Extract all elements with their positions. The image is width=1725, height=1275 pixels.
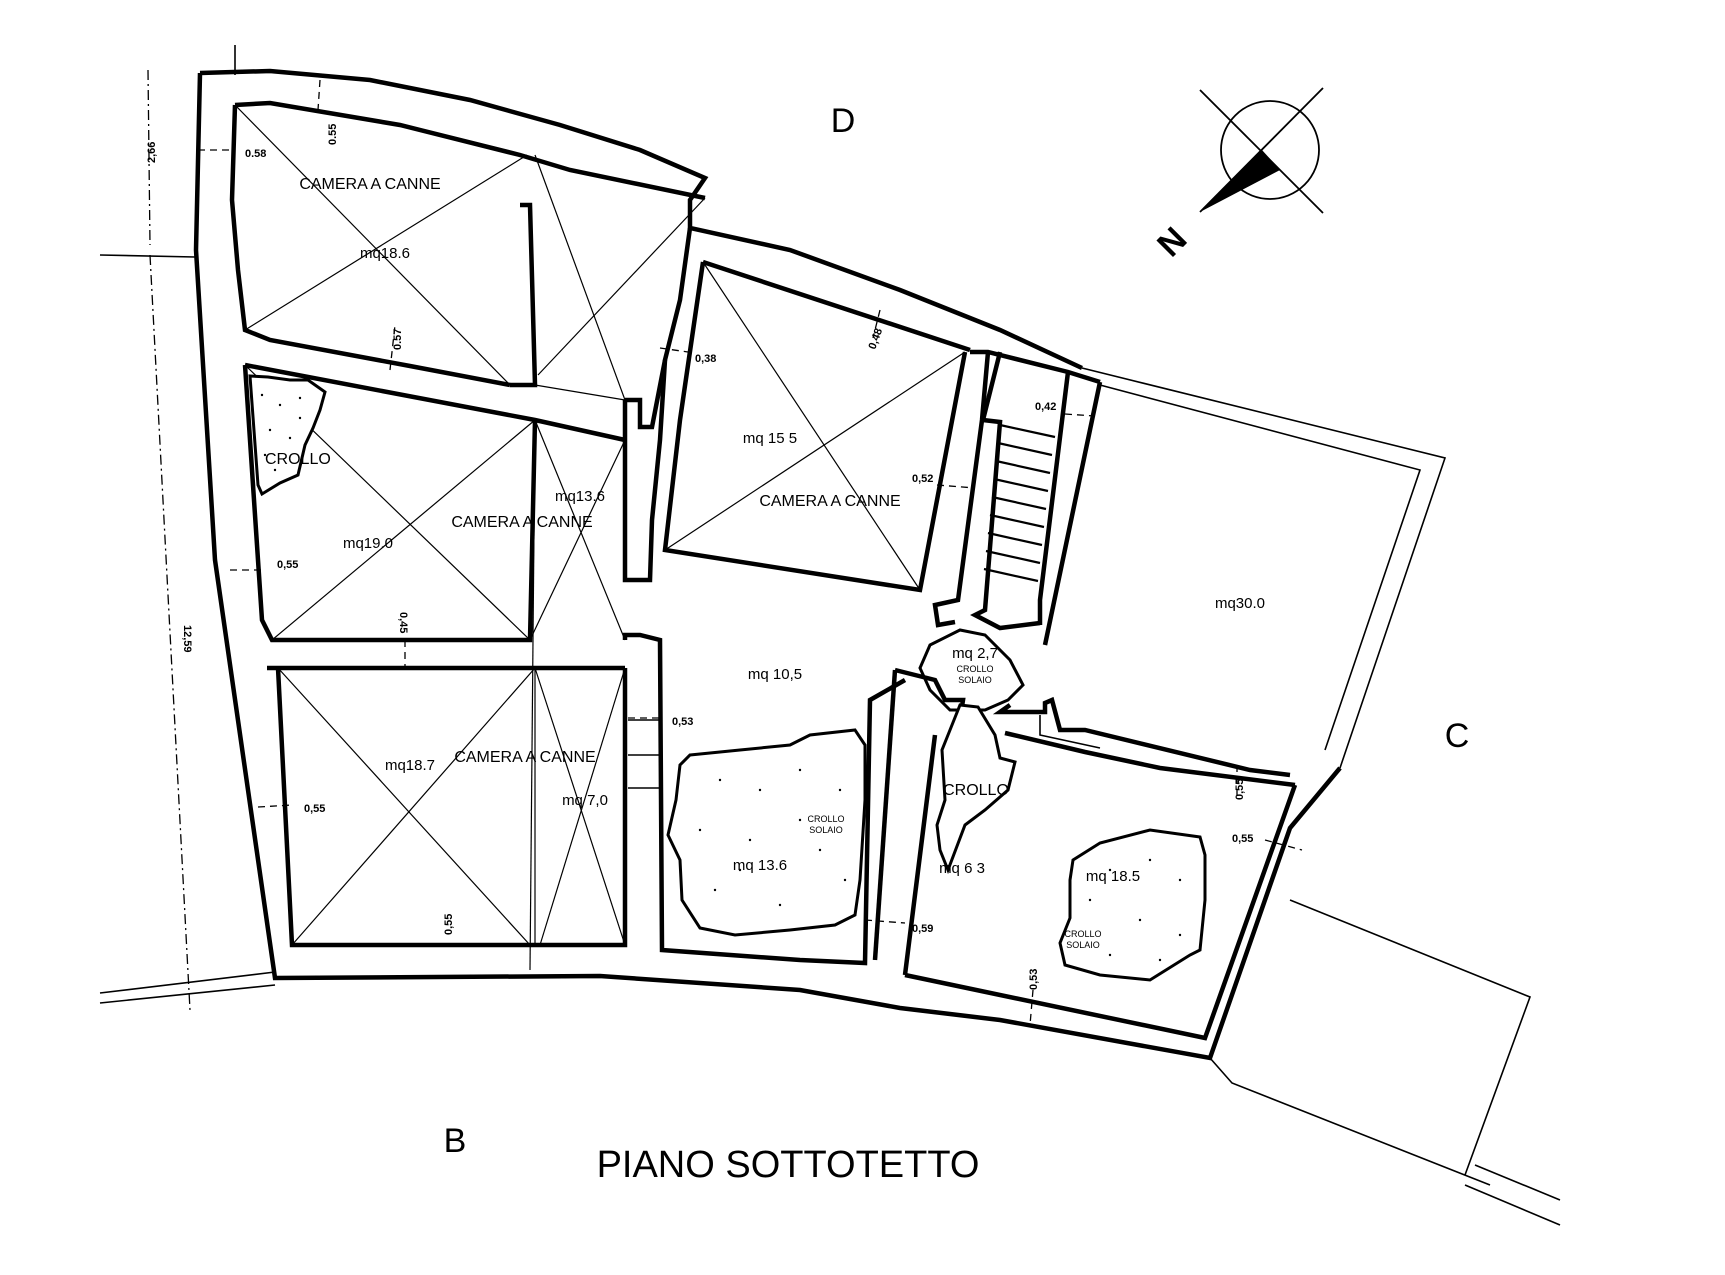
dim-label: 0.58 bbox=[245, 148, 266, 160]
dim-label: 0,55 bbox=[1234, 779, 1246, 800]
room-e: mq30.0 bbox=[1215, 595, 1265, 612]
dim-label: 0.55 bbox=[327, 124, 339, 145]
room-n-center-area: mq 15 5 bbox=[743, 430, 797, 447]
side-label-d: D bbox=[831, 102, 856, 140]
collapse-stipple-center bbox=[698, 768, 847, 907]
room-w-area: mq19.0 bbox=[343, 535, 393, 552]
north-label: N bbox=[1150, 220, 1194, 264]
dim-label: 0,53 bbox=[672, 716, 693, 728]
overall-dim-label: 12,59 bbox=[181, 625, 193, 653]
dim-label: 0,53 bbox=[1028, 969, 1040, 990]
plan-title: PIANO SOTTOTETTO bbox=[597, 1144, 980, 1186]
collapse-patch-w bbox=[248, 374, 327, 497]
room-corridor-area: mq13.6 bbox=[555, 488, 605, 505]
overall-dimension-lines bbox=[99, 45, 276, 1011]
room-e-area: mq30.0 bbox=[1215, 595, 1265, 612]
wall-stub bbox=[622, 227, 907, 966]
room-sw-small-area: mq 7,0 bbox=[562, 792, 608, 809]
dim-label: 0,48 bbox=[867, 327, 886, 351]
collapse-label-w: CROLLO bbox=[265, 451, 331, 468]
collapse-stipple-se bbox=[1088, 858, 1182, 962]
exterior-walls bbox=[193, 68, 1561, 1226]
room-landing: mq 2,7 CROLLO SOLAIO bbox=[894, 628, 1291, 778]
dim-label: 0,52 bbox=[912, 473, 933, 485]
room-w: CROLLO CAMERA A CANNE mq19.0 mq13.6 bbox=[230, 362, 626, 971]
room-center: mq 10,5 mq 13.6 CROLLO SOLAIO bbox=[628, 666, 906, 961]
dim-label: 0,42 bbox=[1035, 401, 1056, 413]
dim-label: 0,55 bbox=[1232, 833, 1253, 845]
overall-dim-label: 2,66 bbox=[146, 142, 158, 163]
se-collapse-label-2: SOLAIO bbox=[1066, 940, 1100, 950]
landing-collapse-label-1: CROLLO bbox=[956, 664, 993, 674]
dim-label: 0,38 bbox=[695, 353, 716, 365]
landing-collapse-label-2: SOLAIO bbox=[958, 675, 992, 685]
room-nw-area: mq18.6 bbox=[360, 245, 410, 262]
side-label-c: C bbox=[1445, 717, 1470, 755]
stair-block bbox=[932, 349, 1103, 646]
room-sw: CAMERA A CANNE mq18.7 mq 7,0 bbox=[257, 665, 662, 948]
room-nw: CAMERA A CANNE mq18.6 bbox=[198, 79, 706, 401]
dim-label: 0,45 bbox=[397, 612, 409, 633]
center-collapse-label-1: CROLLO bbox=[807, 814, 844, 824]
collapse-stipple bbox=[260, 393, 302, 472]
dim-label: 0,55 bbox=[443, 914, 455, 935]
collapse-patch-se bbox=[1058, 828, 1207, 982]
north-arrow-icon: N bbox=[1150, 87, 1324, 264]
dim-label: 0,59 bbox=[912, 923, 933, 935]
room-center-collapse-area: mq 13.6 bbox=[733, 857, 787, 874]
stair-treads bbox=[983, 423, 1056, 583]
passage-collapse-label: CROLLO bbox=[943, 782, 1009, 799]
room-nw-name: CAMERA A CANNE bbox=[299, 176, 440, 193]
room-passage: CROLLO mq 6 3 bbox=[935, 703, 1017, 877]
room-n-center-name: CAMERA A CANNE bbox=[759, 493, 900, 510]
room-sw-name: CAMERA A CANNE bbox=[454, 749, 595, 766]
se-collapse-label-1: CROLLO bbox=[1064, 929, 1101, 939]
room-sw-area: mq18.7 bbox=[385, 757, 435, 774]
center-collapse-label-2: SOLAIO bbox=[809, 825, 843, 835]
collapse-patch-center bbox=[666, 728, 867, 937]
dim-label: 0,55 bbox=[277, 559, 298, 571]
room-passage-area: mq 6 3 bbox=[939, 860, 985, 877]
room-n-center: mq 15 5 CAMERA A CANNE bbox=[659, 259, 971, 593]
room-landing-area: mq 2,7 bbox=[952, 645, 998, 662]
room-center-area: mq 10,5 bbox=[748, 666, 802, 683]
room-se-area: mq 18.5 bbox=[1086, 868, 1140, 885]
room-w-name: CAMERA A CANNE bbox=[451, 514, 592, 531]
dim-label: 0,55 bbox=[304, 803, 325, 815]
room-se: mq 18.5 CROLLO SOLAIO bbox=[902, 730, 1303, 1041]
side-label-b: B bbox=[444, 1122, 467, 1160]
dim-label: 0.57 bbox=[392, 329, 404, 350]
